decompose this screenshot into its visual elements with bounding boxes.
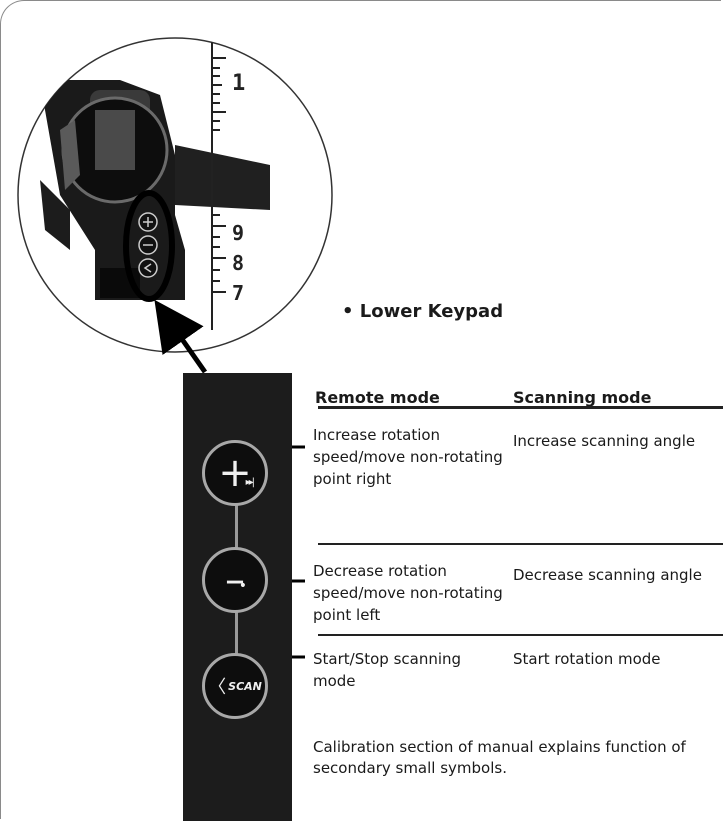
table-divider [318,634,723,636]
remote-cell: Decrease rotation speed/move non-rotatin… [313,562,503,624]
minus-button-icon: – • [202,547,268,613]
scan-label: SCAN [228,679,262,693]
ruler-label: 1 [232,71,245,96]
lower-keypad: + ▸▸| – • 〈 SCAN [183,373,292,821]
callout-arrow-icon [154,299,208,374]
chevron-left-icon: 〈 [208,677,227,698]
plus-glyph: + [218,450,252,496]
table-divider [318,406,723,409]
header-remote-mode: Remote mode [315,388,440,407]
calibration-note: Calibration section of manual explains f… [313,738,686,777]
remote-cell: Increase rotation speed/move non-rotatin… [313,426,503,488]
table-divider [318,543,723,545]
fast-forward-icon: ▸▸| [245,477,256,488]
dot-icon: • [238,578,247,594]
scan-button-icon: 〈 SCAN [202,653,268,719]
ruler-label: 8 [232,251,244,275]
device-display [95,110,135,170]
highlight-ellipse [123,190,175,302]
device-scan-icon [138,258,158,278]
plus-button-icon: + ▸▸| [202,440,268,506]
header-scanning-mode: Scanning mode [513,388,652,407]
ruler-label: 9 [232,221,244,245]
scanning-cell: Increase scanning angle [513,432,696,450]
ruler-icon: 1 9 8 7 [211,40,245,330]
remote-cell: Start/Stop scanning mode [313,650,462,690]
section-title: • Lower Keypad [342,301,504,322]
scanning-cell: Start rotation mode [513,650,661,668]
scanning-cell: Decrease scanning angle [513,566,702,584]
ruler-label: 7 [232,281,244,305]
minus-glyph: – [225,557,245,603]
